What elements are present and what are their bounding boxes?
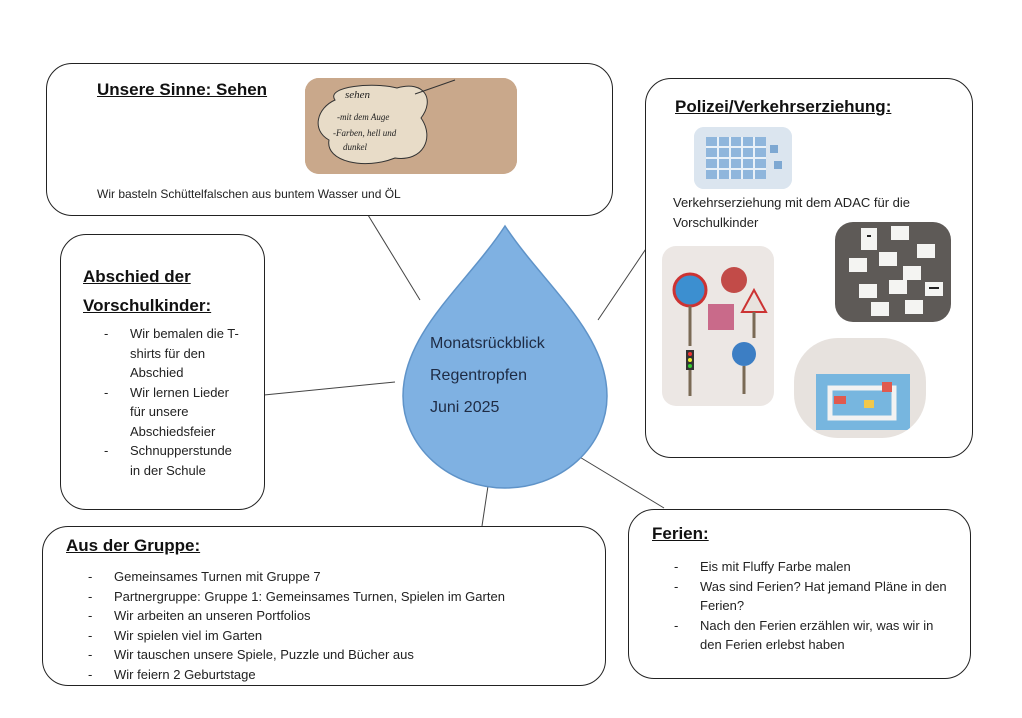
sinne-photo: sehen -mit dem Auge -Farben, hell und du… <box>305 78 517 174</box>
ferien-list: Eis mit Fluffy Farbe malen Was sind Feri… <box>674 557 954 655</box>
signs-photo-drawing <box>662 246 774 406</box>
gruppe-list: Gemeinsames Turnen mit Gruppe 7 Partnerg… <box>88 567 588 684</box>
signs-photo <box>662 246 774 406</box>
abschied-item: Schnupperstunde in der Schule <box>104 441 244 480</box>
gruppe-item: Gemeinsames Turnen mit Gruppe 7 <box>88 567 588 587</box>
ferien-item: Eis mit Fluffy Farbe malen <box>674 557 954 577</box>
gruppe-item: Wir spielen viel im Garten <box>88 626 588 646</box>
cards-photo <box>835 222 951 322</box>
puzzle-photo-drawing <box>694 127 792 189</box>
abschied-title-line1: Abschied der <box>83 267 191 286</box>
board-game-photo <box>794 338 926 438</box>
gruppe-item: Wir arbeiten an unseren Portfolios <box>88 606 588 626</box>
connector-sinne <box>367 214 421 301</box>
connector-abschied <box>263 381 396 396</box>
connector-ferien <box>577 455 665 509</box>
sinne-photo-line2: -Farben, hell und <box>333 128 397 138</box>
board-game-photo-drawing <box>794 338 926 438</box>
sinne-photo-line1: -mit dem Auge <box>337 112 389 122</box>
gruppe-item: Partnergruppe: Gruppe 1: Gemeinsames Tur… <box>88 587 588 607</box>
center-line2: Regentropfen <box>430 367 527 384</box>
sinne-text: Wir basteln Schüttelfalschen aus buntem … <box>97 187 401 201</box>
ferien-item: Nach den Ferien erzählen wir, was wir in… <box>674 616 954 655</box>
ferien-title: Ferien: <box>652 524 709 543</box>
gruppe-item: Wir tauschen unsere Spiele, Puzzle und B… <box>88 645 588 665</box>
abschied-title: Abschied der Vorschulkinder: <box>83 262 211 320</box>
raindrop-shape <box>402 224 608 489</box>
abschied-list: Wir bemalen die T-shirts für den Abschie… <box>104 324 244 480</box>
ferien-item: Was sind Ferien? Hat jemand Pläne in den… <box>674 577 954 616</box>
puzzle-photo <box>694 127 792 189</box>
polizei-title: Polizei/Verkehrserziehung: <box>675 97 892 116</box>
sinne-photo-drawing: sehen -mit dem Auge -Farben, hell und du… <box>305 78 517 174</box>
abschied-title-line2: Vorschulkinder: <box>83 296 212 315</box>
polizei-text: Verkehrserziehung mit dem ADAC für die V… <box>673 195 910 230</box>
sinne-photo-word: sehen <box>345 89 371 101</box>
center-line3: Juni 2025 <box>430 399 500 416</box>
abschied-item: Wir bemalen die T-shirts für den Abschie… <box>104 324 244 383</box>
connector-gruppe <box>481 485 489 527</box>
gruppe-item: Wir feiern 2 Geburtstage <box>88 665 588 685</box>
sinne-title: Unsere Sinne: Sehen <box>97 80 268 99</box>
cards-photo-drawing <box>835 222 951 322</box>
sinne-photo-line3: dunkel <box>343 142 367 152</box>
center-line1: Monatsrückblick <box>430 335 545 352</box>
abschied-item: Wir lernen Lieder für unsere Abschiedsfe… <box>104 383 244 442</box>
gruppe-title: Aus der Gruppe: <box>66 536 201 555</box>
center-title: Monatsrückblick Regentropfen Juni 2025 <box>430 328 545 424</box>
